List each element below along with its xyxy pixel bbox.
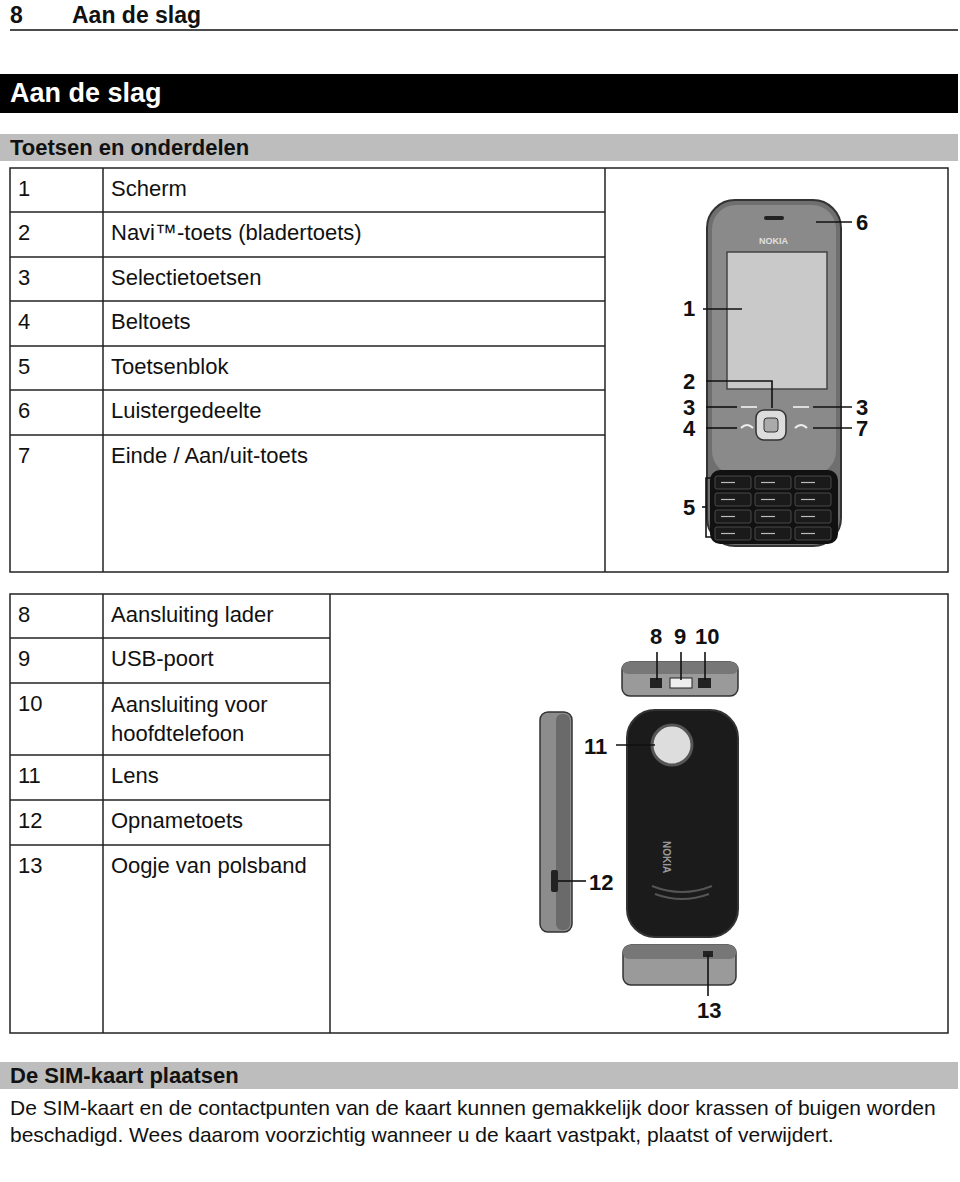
table-number: 8 [18, 602, 30, 627]
phone-top-view [622, 662, 738, 696]
page-number: 8 [10, 2, 23, 28]
table-number: 7 [18, 443, 30, 468]
table-cell: Aansluiting voor hoofdtelefoon [111, 691, 323, 748]
callout-number: 4 [683, 416, 695, 441]
table-number: 13 [18, 853, 42, 878]
parts-table [10, 168, 948, 572]
callout-number: 1 [683, 296, 695, 321]
table-cell: Scherm [111, 176, 187, 201]
table-number: 2 [18, 220, 30, 245]
callout-number: 9 [674, 624, 686, 649]
running-header: Aan de slag [72, 2, 201, 28]
callout-number: 8 [650, 624, 662, 649]
table-cell: Opnametoets [111, 808, 243, 833]
callout-number: 12 [589, 870, 613, 895]
brand-logo: NOKIA [661, 841, 673, 873]
brand-logo: NOKIA [759, 236, 788, 246]
table-cell: USB-poort [111, 646, 214, 671]
callout-number: 2 [683, 369, 695, 394]
parts-table [10, 594, 948, 1033]
phone-front [707, 200, 841, 546]
table-number: 12 [18, 808, 42, 833]
subsection-title: Toetsen en onderdelen [10, 135, 249, 160]
table-number: 11 [18, 763, 41, 788]
table-cell: Luistergedeelte [111, 398, 261, 423]
table-cell: Oogje van polsband [111, 853, 307, 878]
phone-side-view [540, 712, 572, 932]
table-number: 6 [18, 398, 30, 423]
phone-back [627, 710, 738, 937]
callout-number: 6 [856, 210, 868, 235]
table-number: 10 [18, 691, 42, 716]
section-band [0, 74, 958, 113]
table-cell: Einde / Aan/uit-toets [111, 443, 308, 468]
callout-number: 5 [683, 495, 695, 520]
section-title: Aan de slag [10, 78, 162, 109]
table-cell: Navi™-toets (bladertoets) [111, 220, 362, 245]
subsection-title: De SIM-kaart plaatsen [10, 1063, 239, 1088]
header-rule [10, 29, 958, 31]
table-cell: Selectietoetsen [111, 265, 261, 290]
callout-number: 7 [856, 416, 868, 441]
phone-bottom-view [623, 945, 736, 985]
subsection-band [0, 1062, 958, 1089]
table-cell: Beltoets [111, 309, 191, 334]
table-number: 9 [18, 646, 30, 671]
callout-number: 13 [697, 998, 721, 1023]
leader-lines [702, 222, 852, 537]
callout-number: 11 [584, 734, 607, 759]
table-cell: Toetsenblok [111, 354, 228, 379]
callout-number: 10 [695, 624, 719, 649]
table-cell: Lens [111, 763, 159, 788]
leader-lines [558, 652, 708, 996]
table-number: 4 [18, 309, 30, 334]
subsection-band [0, 134, 958, 161]
table-cell: Aansluiting lader [111, 602, 274, 627]
table-number: 5 [18, 354, 30, 379]
body-paragraph: De SIM-kaart en de contactpunten van de … [10, 1094, 950, 1149]
table-number: 3 [18, 265, 30, 290]
table-number: 1 [18, 176, 30, 201]
